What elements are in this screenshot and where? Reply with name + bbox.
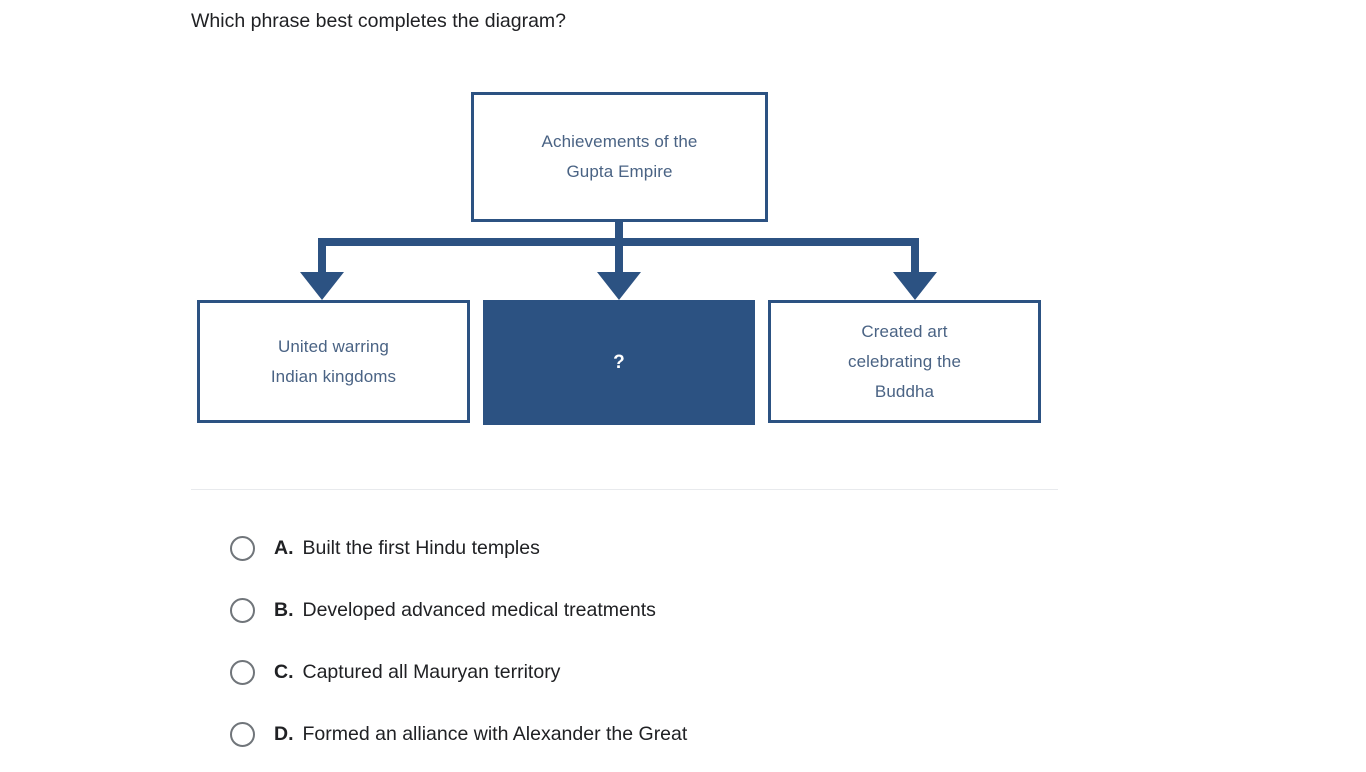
answer-options-list: A. Built the first Hindu temples B. Deve… [191,524,1191,772]
question-prompt: Which phrase best completes the diagram? [191,10,567,32]
diagram-node-middle-label: ? [613,351,625,373]
option-letter-d: D. [274,722,294,745]
root-line-1: Achievements of the [541,132,698,151]
option-text-d: Formed an alliance with Alexander the Gr… [302,722,688,745]
diagram-node-middle-unknown: ? [483,300,755,425]
option-row-a[interactable]: A. Built the first Hindu temples [191,524,1191,572]
radio-button-b[interactable] [230,597,255,623]
radio-button-c[interactable] [230,659,255,685]
option-letter-a: A. [274,536,294,559]
option-text-b: Developed advanced medical treatments [302,598,656,621]
option-row-c[interactable]: C. Captured all Mauryan territory [191,648,1191,696]
diagram-node-right: Created art celebrating the Buddha [768,300,1041,423]
option-row-d[interactable]: D. Formed an alliance with Alexander the… [191,710,1191,758]
diagram-node-right-label: Created art celebrating the Buddha [840,317,969,407]
diagram-node-root-label: Achievements of the Gupta Empire [534,127,706,187]
left-line-2: Indian kingdoms [270,366,397,386]
option-row-b[interactable]: B. Developed advanced medical treatments [191,586,1191,634]
right-line-2: celebrating the [847,351,962,371]
left-line-1: United warring [277,336,389,356]
diagram-node-root: Achievements of the Gupta Empire [471,92,768,222]
option-text-c: Captured all Mauryan territory [302,660,561,683]
section-divider [191,489,1058,490]
radio-button-a[interactable] [230,535,255,561]
diagram-node-left: United warring Indian kingdoms [197,300,470,423]
radio-button-d[interactable] [230,721,255,747]
right-line-1: Created art [861,321,948,341]
diagram-connectors [300,222,937,300]
option-letter-c: C. [274,660,294,683]
diagram-container: Achievements of the Gupta Empire United … [197,92,1041,425]
right-line-3: Buddha [874,381,935,401]
diagram-node-left-label: United warring Indian kingdoms [263,332,404,392]
option-letter-b: B. [274,598,294,621]
root-line-2: Gupta Empire [566,162,673,181]
option-text-a: Built the first Hindu temples [302,536,540,559]
